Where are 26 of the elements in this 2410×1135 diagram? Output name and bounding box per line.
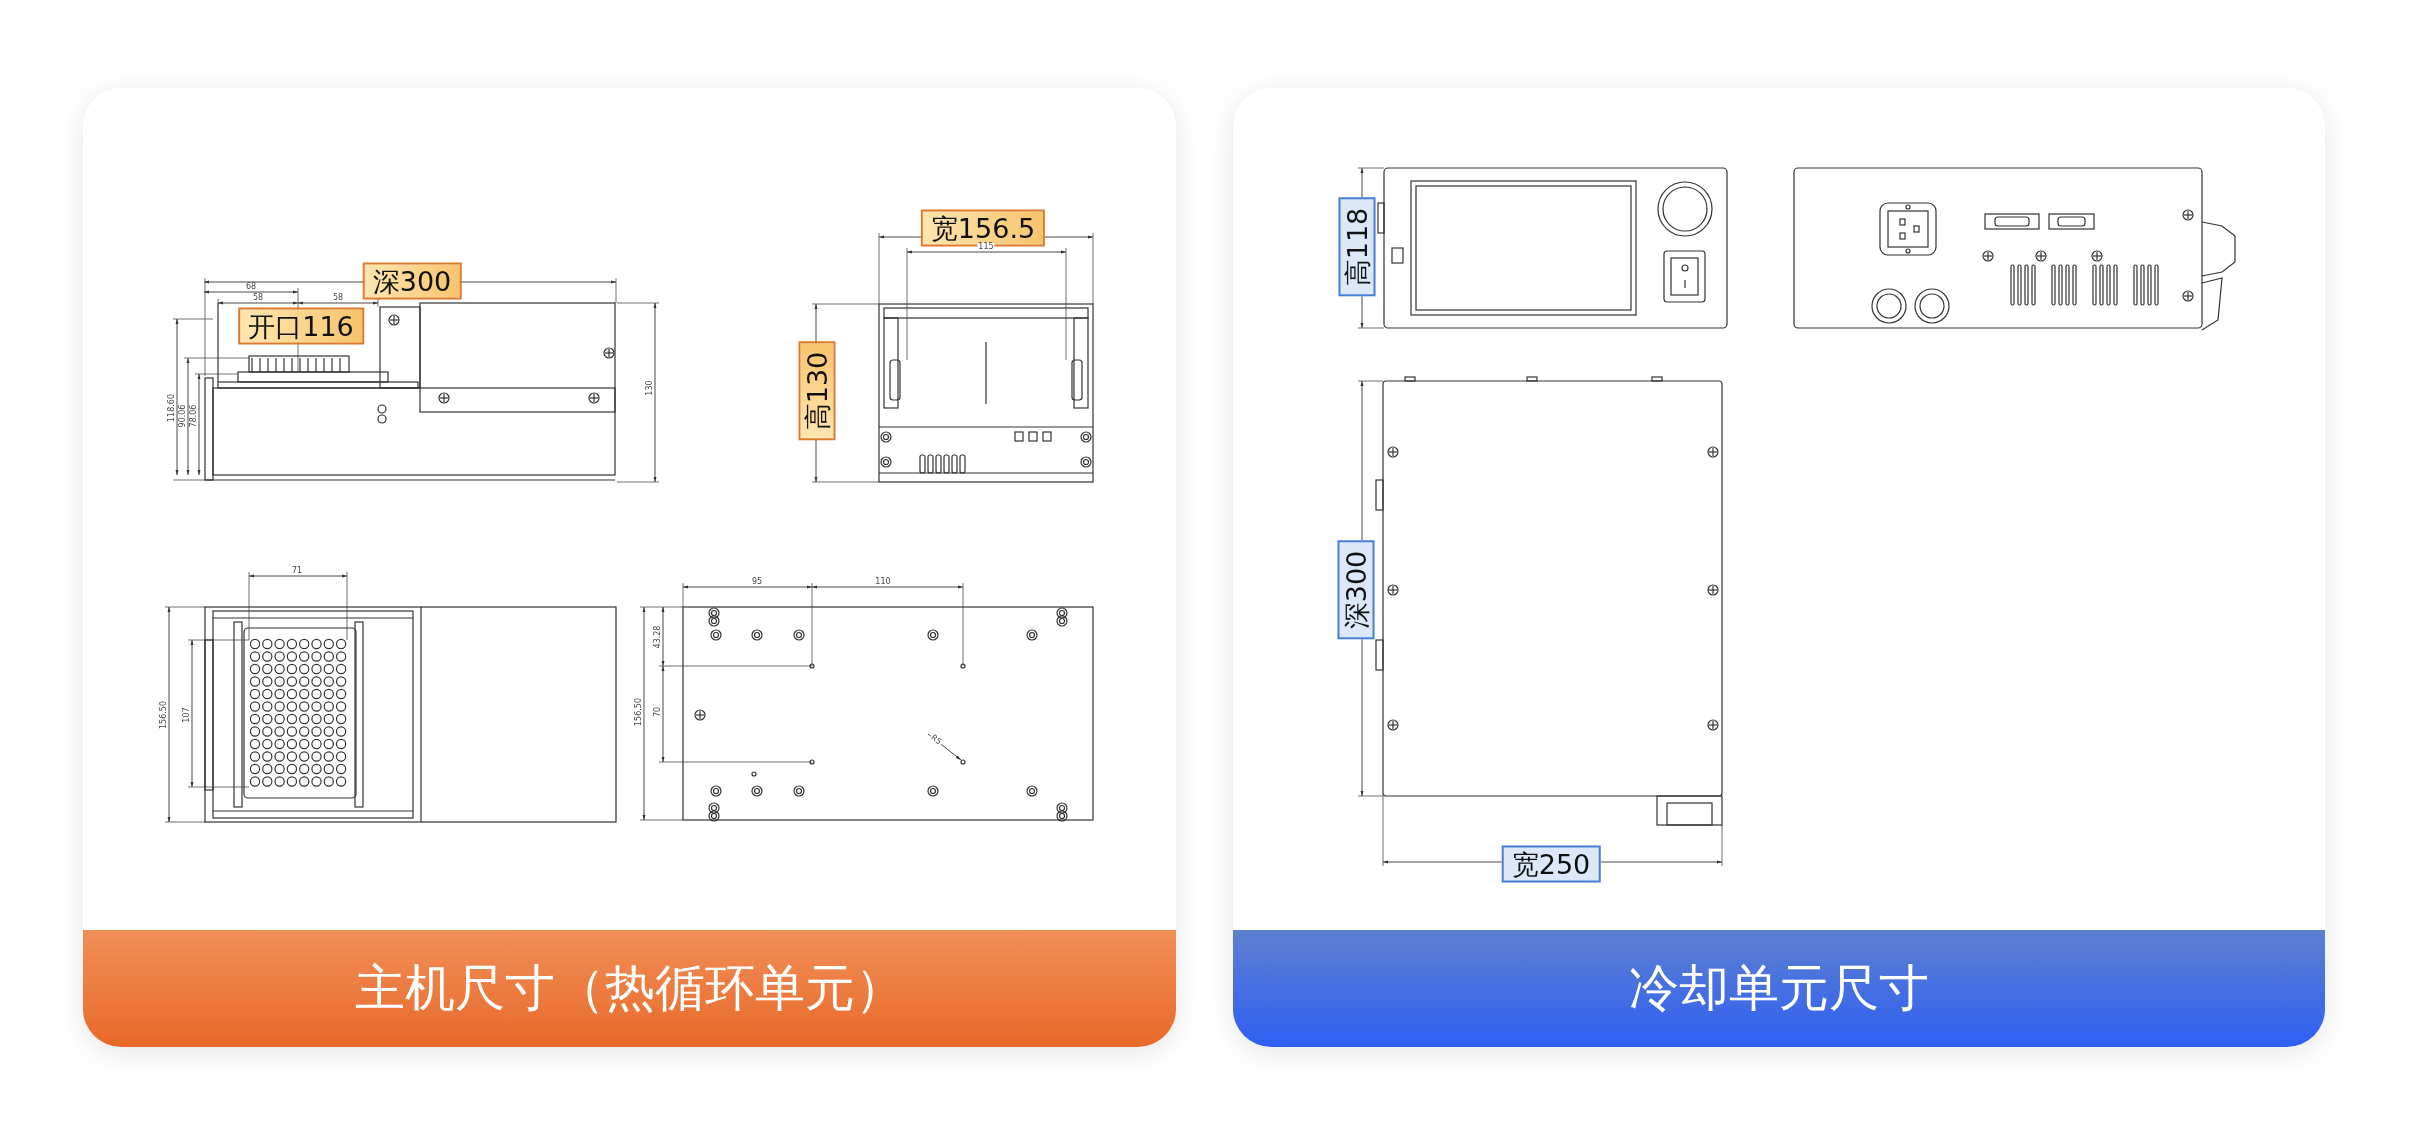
panel-caption: 冷却单元尺寸 [1233, 930, 2325, 1047]
dimension-text: 70 [654, 705, 662, 719]
dimension-label: 高118 [1338, 197, 1376, 297]
dimension-label: 宽250 [1501, 845, 1601, 883]
panel-card [83, 88, 1176, 1047]
dimension-text: 156.50 [635, 697, 643, 727]
dimension-text: 95 [750, 578, 764, 586]
dimension-text: 43.28 [654, 624, 662, 650]
dimension-text: 107 [183, 706, 191, 724]
dimension-label: 深300 [1337, 540, 1375, 640]
dimension-text: 90.06 [179, 403, 187, 429]
dimension-text: 118.60 [168, 393, 176, 423]
dimension-text: 71 [290, 567, 304, 575]
panel-card [1233, 88, 2325, 1047]
dimension-label: 开口116 [238, 307, 364, 345]
dimension-label: 深300 [362, 262, 462, 300]
dimension-text: 156.50 [160, 700, 168, 730]
dimension-text: 130 [646, 379, 654, 397]
dimension-text: 78.06 [190, 403, 198, 429]
dimension-text: 110 [874, 578, 892, 586]
panel-caption: 主机尺寸（热循环单元） [83, 930, 1176, 1047]
dimension-text: 68 [244, 283, 258, 291]
dimension-label: 高130 [798, 341, 836, 441]
dimension-text: 58 [251, 294, 265, 302]
dimension-text: 115 [977, 243, 995, 251]
dimension-text: 58 [331, 294, 345, 302]
